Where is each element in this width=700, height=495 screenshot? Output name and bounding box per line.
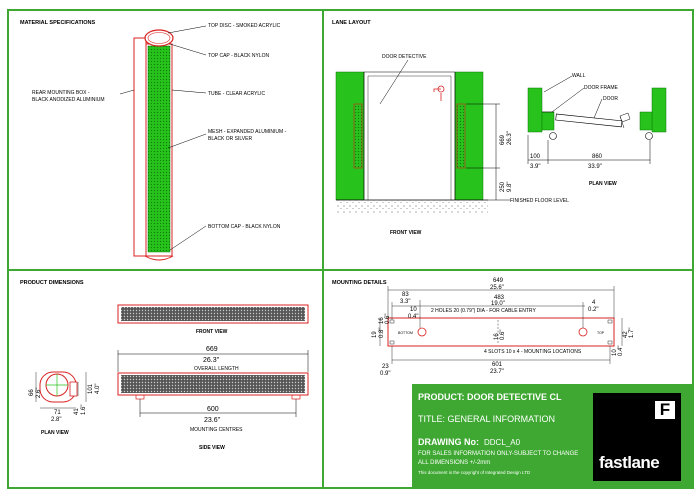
lane-w2-mm: 860 <box>592 154 603 160</box>
material-leaders <box>119 25 207 251</box>
plan-d4-in: 4.0" <box>95 384 101 394</box>
section-title-lane: LANE LAYOUT <box>332 20 371 26</box>
mount-i-mm: 19 <box>372 331 378 338</box>
plan-d3-mm: 41 <box>74 408 80 415</box>
label-top-cap: TOP CAP - BLACK NYLON <box>208 53 270 59</box>
mount-h-mm: 10 <box>612 349 618 356</box>
lane-wall-label: WALL <box>572 73 586 79</box>
lane-h1-in: 26.3" <box>507 131 513 145</box>
lane-door-frame-label: DOOR FRAME <box>584 85 619 91</box>
section-title-mounting: MOUNTING DETAILS <box>332 280 387 286</box>
mount-d-mm: 4 <box>592 300 596 306</box>
plan-d1-in: 2.6" <box>36 388 42 398</box>
mount-j-in: 0.6" <box>500 330 506 340</box>
lane-h1-mm: 669 <box>500 134 506 145</box>
mount-top-mm: 649 <box>493 278 504 284</box>
title-block-product: PRODUCT: DOOR DETECTIVE CL <box>418 392 562 402</box>
mount-k-in: 0.6" <box>385 314 391 324</box>
label-bottom-cap: BOTTOM CAP - BLACK NYLON <box>208 224 281 230</box>
product-centres-dimension <box>139 399 297 417</box>
sheet-border <box>7 9 694 489</box>
mount-b-in: 19.0" <box>491 301 505 307</box>
mount-e-in: 23.7" <box>490 369 504 375</box>
fastlane-logo: F fastlane <box>593 393 681 481</box>
mount-j-mm: 16 <box>494 333 500 340</box>
mount-b-mm: 483 <box>494 295 505 301</box>
title-block-copyright: This document is the copyright of Integr… <box>418 470 531 475</box>
product-front-view-label: FRONT VIEW <box>196 329 228 335</box>
logo-wordmark: fastlane <box>599 453 660 472</box>
lane-front-view-label: FRONT VIEW <box>390 230 422 236</box>
lane-floor-label: FINISHED FLOOR LEVEL <box>510 198 569 204</box>
product-side-view-label: SIDE VIEW <box>199 445 225 451</box>
product-side-view <box>117 372 309 400</box>
product-len-mm: 669 <box>206 346 218 353</box>
mounting-dimension-lines <box>379 286 623 364</box>
plan-d4-mm: 101 <box>88 383 94 394</box>
lane-door-detective-label: DOOR DETECTIVE <box>382 54 427 60</box>
mount-holes-note: 2 HOLES 20 (0.79") DIA - FOR CABLE ENTRY <box>431 308 536 314</box>
product-length-dimension <box>117 350 309 372</box>
label-mesh-line1: MESH - EXPANDED ALUMINIUM - <box>208 129 287 135</box>
mount-d-in: 0.2" <box>588 307 598 313</box>
mount-a-mm: 83 <box>402 292 409 298</box>
detector-column-drawing <box>133 29 174 261</box>
logo-f-icon: F <box>655 401 675 419</box>
product-overall-label: OVERALL LENGTH <box>194 366 239 372</box>
product-front-view <box>117 304 309 324</box>
mount-f-in: 0.9" <box>380 371 390 377</box>
mount-slots-note: 4 SLOTS 10 x 4 - MOUNTING LOCATIONS <box>484 349 582 355</box>
lane-front-view <box>335 59 488 214</box>
product-plan-view-label: PLAN VIEW <box>41 430 69 436</box>
lane-w1-mm: 100 <box>530 154 541 160</box>
mount-bottom-label: BOTTOM <box>398 331 413 335</box>
product-plan-view <box>39 371 78 403</box>
mount-a-in: 3.3" <box>400 299 410 305</box>
product-len-in: 26.3" <box>203 357 220 364</box>
mounting-plate <box>387 317 615 347</box>
label-mesh-line2: BLACK OR SILVER <box>208 136 252 142</box>
mount-k-mm: 16 <box>379 317 385 324</box>
mount-g-in: 1.7" <box>629 328 635 338</box>
plan-d2-mm: 71 <box>54 410 61 416</box>
mount-e-mm: 601 <box>492 362 503 368</box>
title-block-note1: FOR SALES INFORMATION ONLY-SUBJECT TO CH… <box>418 451 579 457</box>
mount-i-in: 0.8" <box>379 328 385 338</box>
title-block-title: TITLE: GENERAL INFORMATION <box>418 414 556 424</box>
lane-door-label: DOOR <box>603 96 618 102</box>
mount-f-mm: 23 <box>382 364 389 370</box>
section-title-material: MATERIAL SPECIFICATIONS <box>20 20 96 26</box>
section-title-product: PRODUCT DIMENSIONS <box>20 280 84 286</box>
lane-height-dimensions <box>466 103 500 201</box>
lane-w2-in: 33.9" <box>588 164 602 170</box>
title-block-drawing-no: DDCL_A0 <box>484 438 521 447</box>
plan-view-leaders <box>543 75 603 119</box>
plan-view-dimension-lines <box>35 372 87 409</box>
product-centres-in: 23.6" <box>204 417 221 424</box>
title-block-drawing-label: DRAWING No: <box>418 437 479 447</box>
lane-plan-view <box>527 87 667 140</box>
plan-d2-in: 2.8" <box>51 417 61 423</box>
lane-h2-in: 9.8" <box>507 182 513 192</box>
plan-d3-in: 1.6" <box>81 405 87 415</box>
mount-g-mm: 42 <box>623 331 629 338</box>
product-mounting-centres-label: MOUNTING CENTRES <box>190 427 243 433</box>
lane-plan-view-label: PLAN VIEW <box>589 181 617 187</box>
label-tube: TUBE - CLEAR ACRYLIC <box>208 91 266 97</box>
lane-h2-mm: 250 <box>500 181 506 192</box>
mount-top-in: 25.6" <box>490 285 504 291</box>
plan-d1-mm: 66 <box>29 389 35 396</box>
label-top-disc: TOP DISC - SMOKED ACRYLIC <box>208 23 281 29</box>
title-block-note2: ALL DIMENSIONS +/-2mm <box>418 460 491 466</box>
mount-c-in: 0.4" <box>408 314 418 320</box>
label-rear-box-line1: REAR MOUNTING BOX - <box>32 90 90 96</box>
plan-width-dimensions <box>527 135 651 164</box>
mount-top-label: TOP <box>597 331 605 335</box>
product-centres-mm: 600 <box>207 406 219 413</box>
mount-h-in: 0.4" <box>618 346 624 356</box>
label-rear-box-line2: BLACK ANODIZED ALUMINIUM <box>32 97 105 103</box>
lane-w1-in: 3.9" <box>530 164 540 170</box>
mount-c-mm: 10 <box>410 307 417 313</box>
